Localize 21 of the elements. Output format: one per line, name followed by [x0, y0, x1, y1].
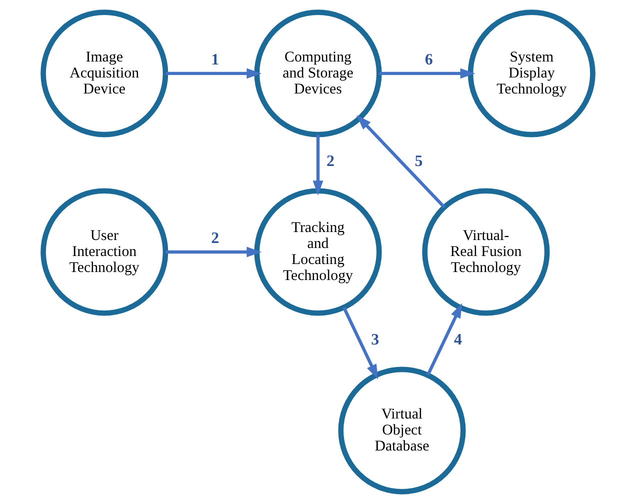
- node-circle: Virtual Object Database: [338, 366, 466, 494]
- edge-label: 4: [454, 331, 462, 348]
- node-circle: Virtual- Real Fusion Technology: [422, 188, 550, 316]
- node-circle: Tracking and Locating Technology: [254, 188, 382, 316]
- arrow: [426, 303, 462, 376]
- arrow: [378, 68, 475, 79]
- node-circle: Image Acquisition Device: [40, 10, 168, 138]
- edge-label: 1: [210, 51, 219, 68]
- arrow: [165, 246, 262, 258]
- arrow: [165, 68, 262, 79]
- node-circle: Computing and Storage Devices: [254, 10, 382, 138]
- edge-label: 2: [326, 152, 334, 170]
- node-circle: System Display Technology: [467, 10, 595, 138]
- edge-label: 3: [370, 331, 379, 348]
- edge-label: 2: [210, 230, 219, 247]
- arrow: [342, 306, 378, 380]
- edge-label: 6: [424, 51, 432, 68]
- node-circle: User Interaction Technology: [40, 188, 168, 316]
- edge-label: 5: [414, 152, 422, 170]
- arrow: [312, 134, 323, 196]
- arrow: [356, 115, 445, 208]
